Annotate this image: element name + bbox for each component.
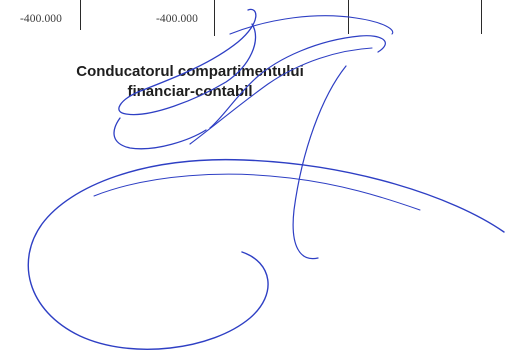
- signatory-title-line2: financiar-contabil: [127, 83, 253, 100]
- table-column-divider: [481, 0, 482, 34]
- signatory-title: Conducatorul compartimentului financiar-…: [40, 62, 340, 102]
- table-cell-value-2: -400.000: [156, 13, 199, 25]
- table-column-divider: [348, 0, 349, 34]
- table-cell-value-1: -400.000: [20, 13, 63, 25]
- financial-table-row: -400.000 -400.000: [0, 0, 510, 40]
- signatory-title-line1: Conducatorul compartimentului: [76, 63, 304, 80]
- table-column-divider: [214, 0, 215, 36]
- table-column-divider: [80, 0, 81, 30]
